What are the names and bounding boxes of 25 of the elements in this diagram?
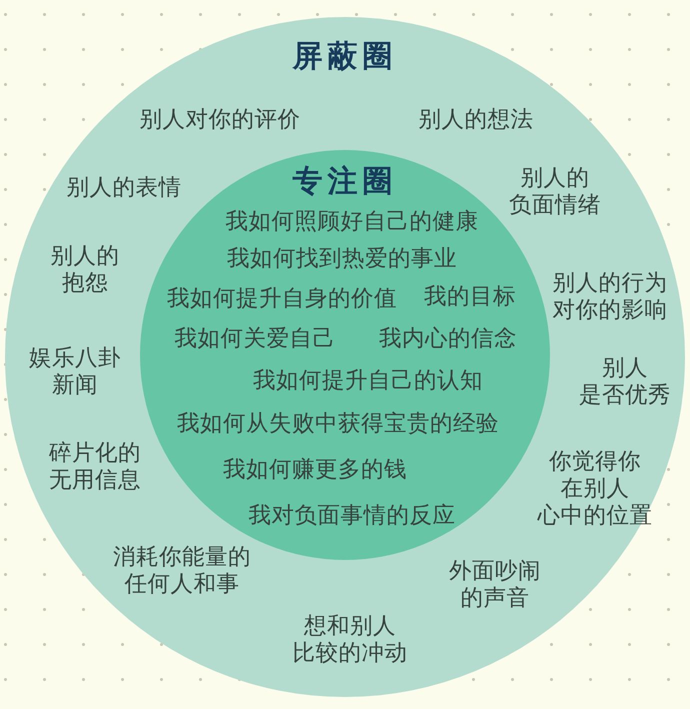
topic-text: 别人的负面情绪 bbox=[509, 165, 601, 219]
topic-text: 别人是否优秀 bbox=[579, 355, 671, 409]
topic-text: 我的目标 bbox=[424, 284, 516, 310]
topic-text: 想和别人比较的冲动 bbox=[292, 613, 408, 667]
topic-text: 消耗你能量的任何人和事 bbox=[113, 544, 251, 598]
topic-text: 我如何关爱自己 bbox=[174, 326, 336, 352]
topic-text: 你觉得你在别人心中的位置 bbox=[538, 448, 652, 530]
topic-text: 别人的行为对你的影响 bbox=[552, 270, 668, 324]
topic-text: 别人的表情 bbox=[66, 174, 182, 202]
topic-text: 外面吵闹的声音 bbox=[449, 558, 541, 612]
topic-text: 别人的抱怨 bbox=[50, 243, 120, 297]
topic-text: 我如何从失败中获得宝贵的经验 bbox=[177, 410, 499, 438]
topic-text: 我如何照顾好自己的健康 bbox=[226, 208, 478, 236]
topic-text: 我如何赚更多的钱 bbox=[223, 456, 407, 484]
topic-text: 我对负面事情的反应 bbox=[248, 502, 456, 530]
topic-text: 别人对你的评价 bbox=[140, 106, 300, 134]
topic-text: 别人的想法 bbox=[418, 106, 534, 134]
topic-text: 我如何找到热爱的事业 bbox=[227, 246, 457, 272]
topic-text: 碎片化的无用信息 bbox=[49, 440, 141, 494]
heading: 专注圈 bbox=[292, 164, 398, 200]
topic-text: 娱乐八卦新闻 bbox=[29, 345, 121, 399]
topic-text: 我如何提升自身的价值 bbox=[167, 286, 397, 312]
topic-text: 我如何提升自己的认知 bbox=[253, 368, 483, 394]
topic-text: 我内心的信念 bbox=[379, 326, 517, 352]
heading: 屏蔽圈 bbox=[292, 39, 398, 75]
